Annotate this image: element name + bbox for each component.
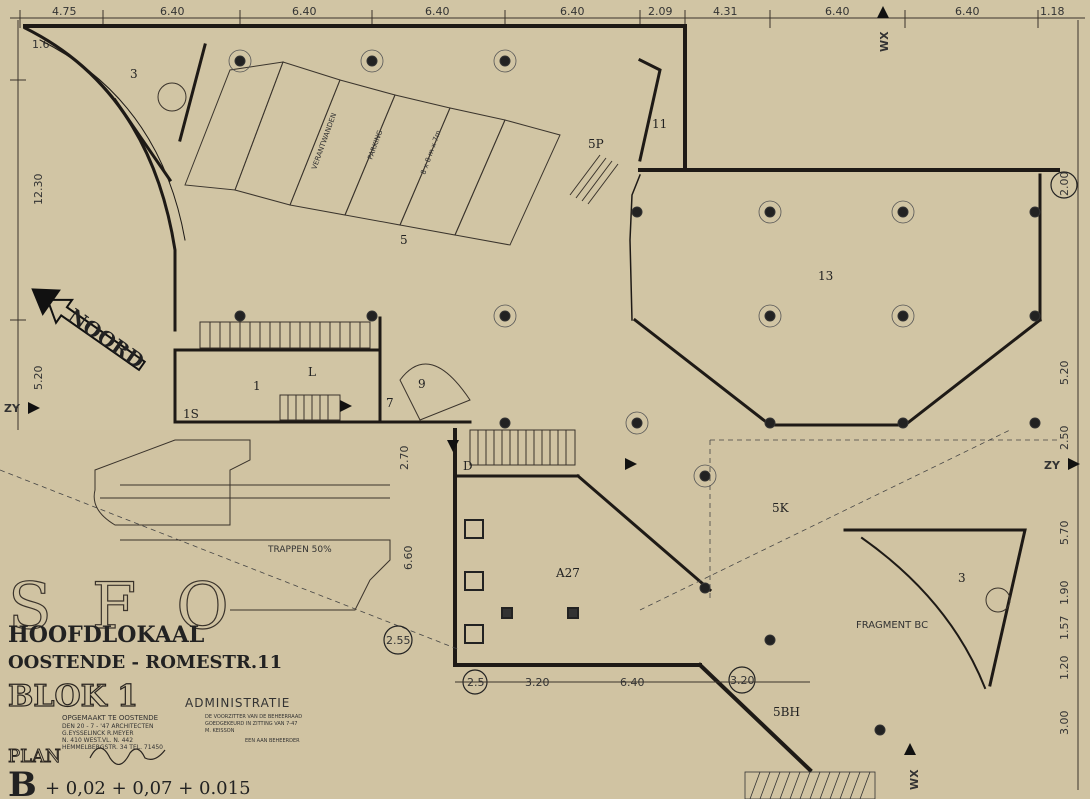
credits-left-0: OPGEMAAKT TE OOSTENDE (62, 714, 158, 722)
room-9: 9 (418, 377, 426, 391)
title-line2: OOSTENDE - ROMESTR.11 (8, 652, 282, 673)
credits-right-1: GOEDGEKEURD IN ZITTING VAN 7-47 (205, 721, 297, 727)
piers (464, 519, 579, 644)
dim-top-2: 6.40 (292, 5, 317, 18)
room-11: 11 (652, 117, 667, 131)
title-line3b: ADMINISTRATIE (185, 696, 290, 710)
dim-right-5: 1.57 (1058, 616, 1071, 641)
dim-bottom-2: 6.40 (620, 676, 645, 689)
credits-right-0: DE VOORZITTER VAN DE BEHEERRAAD (205, 714, 302, 720)
dim-right-0: 2.00 (1058, 172, 1071, 197)
walls (22, 24, 1060, 773)
credits-right-2: M. KEISSON (205, 728, 235, 734)
dim-right-3: 5.70 (1058, 521, 1071, 546)
dim-right-6: 1.20 (1058, 656, 1071, 681)
top-dimension-labels: 4.75 6.40 6.40 6.40 6.40 2.09 4.31 6.40 … (52, 5, 1065, 18)
dim-left-2: 5.20 (32, 366, 45, 391)
title-block: SFO HOOFDLOKAAL OOSTENDE - ROMESTR.11 BL… (7, 569, 302, 799)
dashed-guides (0, 429, 1060, 651)
bottom-dimension-labels: 2.5 3.20 6.40 3.20 2.55 2.70 6.60 (386, 446, 755, 690)
ramp (93, 439, 391, 611)
dim-bottom-5: 2.70 (398, 446, 411, 471)
arrow-right-icon (625, 458, 637, 470)
dim-top-4: 6.40 (560, 5, 585, 18)
credits-left-2: G.EYSSELINCK R.MEYER (62, 730, 134, 737)
dim-bottom-0: 2.5 (467, 676, 485, 689)
title-line1: HOOFDLOKAAL (8, 622, 204, 648)
arrow-right-icon (1068, 458, 1080, 470)
axis-zy-right: ZY (1044, 459, 1061, 472)
dim-top-9: 1.18 (1040, 5, 1065, 18)
axis-markers: ZY ZY WX WX (4, 6, 1080, 790)
title-level-letter: B (8, 765, 37, 799)
dim-bottom-1: 3.20 (525, 676, 550, 689)
room-labels: 3 5 13 5P 11 1 L 1S 7 9 D 5K A27 5BH 3 (130, 67, 966, 719)
dim-top-5: 2.09 (648, 5, 673, 18)
dim-left-0: 1.6 (32, 38, 50, 51)
signature (89, 747, 166, 765)
title-line3: BLOK 1 (8, 679, 138, 714)
dim-top-8: 6.40 (955, 5, 980, 18)
dim-top-1: 6.40 (160, 5, 185, 18)
hatched-strip (744, 771, 876, 799)
dim-left-1: 12.30 (32, 174, 45, 206)
title-levels: + 0,02 + 0,07 + 0.015 (45, 778, 251, 799)
trappen-label: TRAPPEN 50% (267, 545, 332, 555)
room-3-top: 3 (130, 67, 138, 81)
dim-right-2: 2.50 (1058, 426, 1071, 451)
arrow-up-icon (904, 743, 916, 755)
dim-top-7: 6.40 (825, 5, 850, 18)
room-1s: 1S (183, 407, 199, 421)
dim-top-0: 4.75 (52, 5, 77, 18)
stairs (157, 82, 1011, 613)
room-5: 5 (400, 233, 408, 247)
arrow-down-icon (447, 440, 459, 452)
dim-top-6: 4.31 (713, 5, 738, 18)
arrow-up-icon (877, 6, 889, 18)
room-13: 13 (818, 269, 833, 283)
axis-zy-left: ZY (4, 402, 21, 415)
room-7: 7 (386, 396, 394, 410)
parking-bays (184, 61, 561, 246)
room-d: D (463, 459, 473, 473)
dim-right-7: 3.00 (1058, 711, 1071, 736)
column-rings (228, 49, 915, 488)
credits-left-4: HEMMELBERGSTR. 34 TEL. 71450 (62, 744, 163, 751)
room-5k: 5K (772, 501, 790, 515)
credits-left-1: DEN 20 - 7 - '47 ARCHITECTEN (62, 723, 153, 730)
dim-right-1: 5.20 (1058, 361, 1071, 386)
dim-bottom-3: 3.20 (730, 674, 755, 687)
room-3-fragment: 3 (958, 571, 966, 585)
room-1: 1 (253, 379, 261, 393)
credits-left-3: N. 410 WEST.VL. N. 442 (62, 737, 133, 744)
dim-bottom-4: 2.55 (386, 634, 411, 647)
dim-top-3: 6.40 (425, 5, 450, 18)
columns (234, 55, 1041, 736)
dim-right-4: 1.90 (1058, 581, 1071, 606)
credits-right-3: EEN AAN BEHEERDER (245, 738, 300, 744)
room-a27: A27 (555, 566, 580, 580)
room-5bh: 5BH (773, 705, 800, 719)
axis-wx-bottom: WX (908, 769, 921, 790)
arrow-right-icon (28, 402, 40, 414)
left-dimension-line (10, 20, 26, 430)
room-l: L (308, 365, 316, 379)
room-5p: 5P (588, 137, 604, 151)
title-monogram: SFO (8, 570, 269, 644)
dim-bottom-6: 6.60 (402, 546, 415, 571)
right-dimension-labels: 2.00 5.20 2.50 5.70 1.90 1.57 1.20 3.00 (1050, 171, 1078, 736)
axis-wx-top: WX (878, 31, 891, 52)
title-plan: PLAN (8, 746, 61, 767)
arrow-right-icon (340, 400, 352, 412)
fragment-label: FRAGMENT BC (856, 620, 928, 631)
